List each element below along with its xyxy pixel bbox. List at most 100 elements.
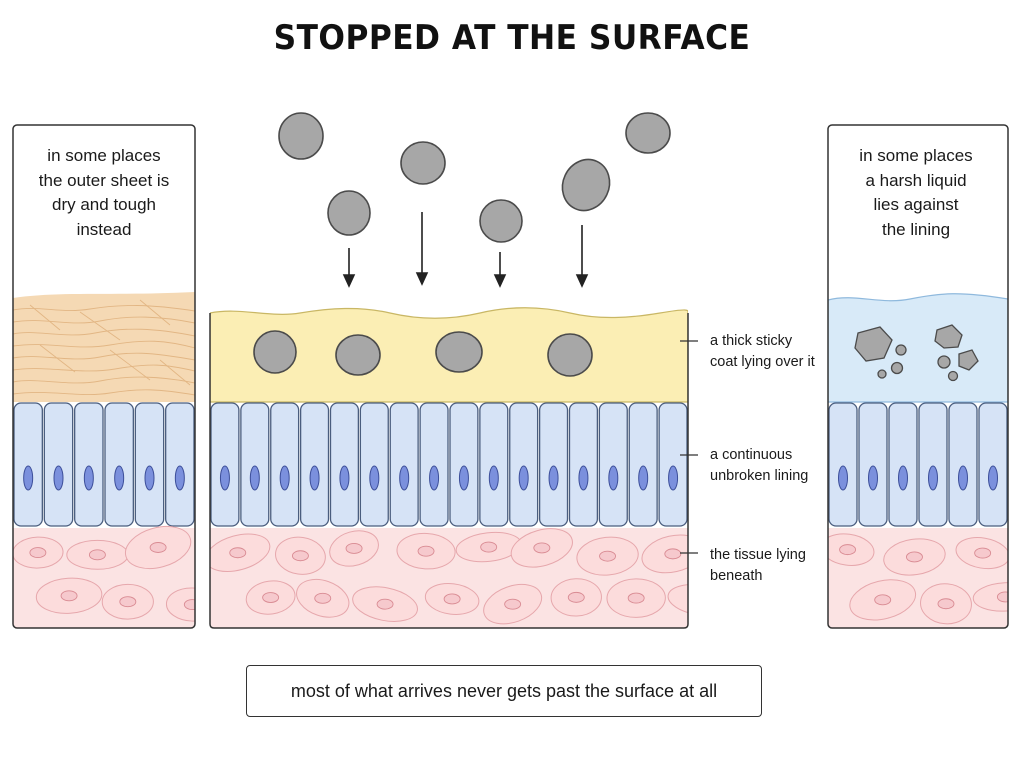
particle-icon [435, 331, 483, 373]
lining-cell [389, 402, 419, 527]
trapped-particles [253, 330, 593, 377]
cell-nucleus-icon [898, 465, 908, 491]
tissue-nucleus-icon [29, 547, 47, 559]
down-arrow-icon [415, 212, 429, 286]
cell-nucleus-icon [458, 465, 469, 491]
right-panel-caption: in some places a harsh liquid lies again… [826, 144, 1006, 242]
particle-icon [335, 334, 381, 376]
lining-cell [240, 402, 270, 527]
leader-lines [680, 340, 698, 554]
right-panel [827, 124, 1009, 629]
left-panel [12, 124, 196, 629]
arrows [342, 212, 589, 288]
tissue-nucleus-icon [60, 590, 78, 602]
cell-nucleus-icon [548, 465, 559, 491]
particle-icon [479, 199, 523, 243]
cell-nucleus-icon [309, 465, 320, 491]
cell-nucleus-icon [144, 465, 155, 491]
lining-cell [74, 402, 104, 527]
lining-cell [270, 402, 300, 527]
tissue-nucleus-icon [480, 541, 498, 553]
cell-nucleus-icon [369, 465, 380, 491]
tissue-nucleus-icon [692, 595, 708, 605]
lining-cell [165, 402, 195, 527]
lining-cell [888, 402, 918, 527]
tissue-nucleus-icon [906, 551, 923, 563]
particle-icon [625, 112, 671, 154]
tissue-nucleus-icon [88, 549, 106, 561]
tissue-nucleus-icon [262, 592, 280, 603]
lining-cell [210, 402, 240, 527]
cell-nucleus-icon [638, 465, 649, 491]
cell-nucleus-icon [23, 465, 34, 491]
particle-icon [561, 158, 611, 212]
particle-icon [253, 330, 297, 374]
caption-line: the outer sheet is [38, 170, 170, 190]
lining-cell [828, 402, 858, 527]
tissue-nucleus-icon [599, 550, 617, 562]
tissue-nucleus-icon [376, 598, 394, 610]
particle-icon [278, 112, 324, 160]
caption-line: in some places [859, 146, 973, 165]
particle-icon [400, 141, 446, 185]
falling-particles [278, 112, 671, 243]
tissue-nucleus-icon [119, 596, 137, 608]
lining-cell [509, 402, 539, 527]
cell-nucleus-icon [958, 465, 968, 491]
lining-cell [658, 402, 688, 527]
lining-cell [628, 402, 658, 527]
cell-nucleus-icon [114, 465, 125, 491]
lining-cell [598, 402, 628, 527]
lining-label: a continuous unbroken lining [710, 445, 808, 487]
cell-nucleus-icon [249, 465, 260, 491]
label-line: a thick sticky [710, 333, 793, 349]
tissue-nucleus-icon [937, 598, 955, 610]
caption-line: a harsh liquid [865, 170, 967, 190]
down-arrow-icon [575, 225, 589, 288]
label-line: unbroken lining [710, 468, 809, 484]
cell-nucleus-icon [668, 465, 679, 491]
lining-cell [359, 402, 389, 527]
cell-nucleus-icon [429, 465, 440, 491]
label-line: coat lying over it [710, 354, 815, 370]
caption-line: the lining [881, 219, 951, 239]
cell-nucleus-icon [83, 465, 94, 491]
acid-liquid-layer [828, 293, 1008, 403]
lining-cell [13, 402, 43, 527]
tissue-nucleus-icon [627, 592, 645, 604]
lining-cell [479, 402, 509, 527]
lining-cell [43, 402, 74, 527]
caption-line: instead [76, 219, 132, 239]
keratin-layer [13, 292, 195, 402]
footer-caption: most of what arrives never gets past the… [246, 665, 762, 717]
down-arrow-icon [342, 248, 356, 288]
cell-nucleus-icon [518, 465, 529, 491]
tissue-nucleus-icon [874, 594, 892, 606]
cell-nucleus-icon [53, 465, 64, 491]
page-title: STOPPED AT THE SURFACE [273, 18, 751, 58]
label-line: a continuous [710, 447, 793, 463]
label-line: beneath [710, 568, 763, 584]
tissue-nucleus-icon [183, 599, 195, 611]
label-line: the tissue lying [710, 547, 806, 563]
left-panel-caption: in some places the outer sheet is dry an… [14, 144, 194, 242]
tissue-label: the tissue lying beneath [710, 545, 806, 587]
cell-nucleus-icon [219, 465, 230, 491]
tissue-nucleus-icon [504, 598, 522, 610]
lining-cell [134, 402, 165, 527]
cell-nucleus-icon [578, 465, 589, 491]
tissue-nucleus-icon [533, 542, 551, 554]
center-panel [209, 307, 708, 629]
cell-nucleus-icon [988, 465, 998, 491]
tissue-nucleus-icon [417, 545, 435, 557]
tissue-cell [667, 584, 688, 616]
lining-cell [978, 402, 1008, 527]
tissue-nucleus-icon [974, 547, 992, 559]
tissue-nucleus-icon [229, 547, 247, 559]
tissue-nucleus-icon [839, 544, 857, 556]
lining-cell [449, 402, 479, 527]
tissue-nucleus-icon [664, 548, 682, 560]
lining-cell [858, 402, 888, 527]
keratin-texture [13, 299, 195, 396]
